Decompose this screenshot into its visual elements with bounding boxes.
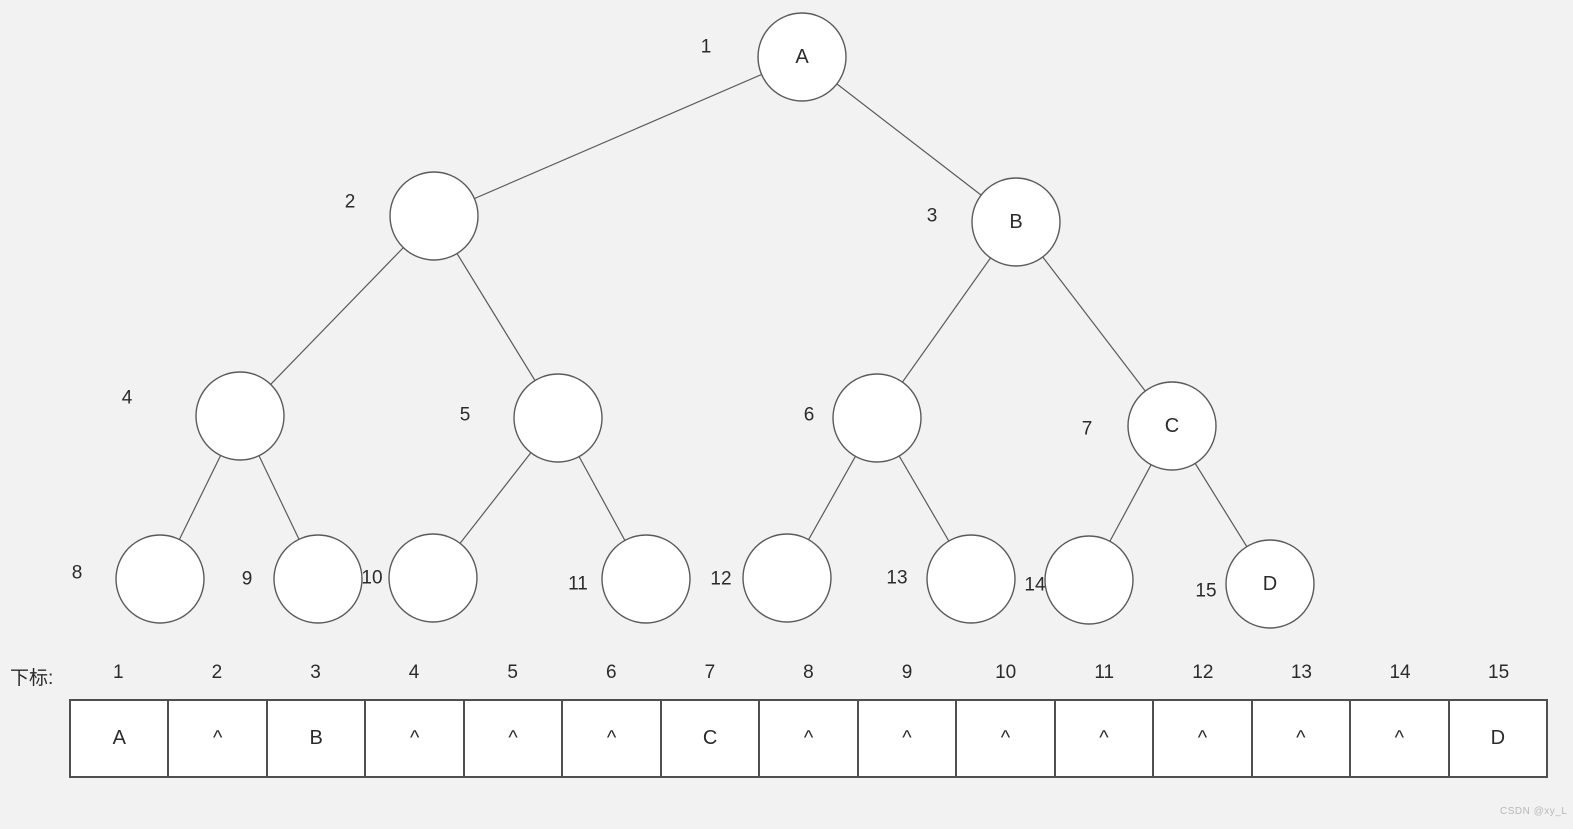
array-index-2: 2 bbox=[211, 662, 223, 683]
node-3-index-label: 3 bbox=[927, 206, 938, 227]
node-6-circle bbox=[832, 373, 922, 463]
node-6-index-label: 6 bbox=[804, 405, 815, 426]
tree-node-6: 6 bbox=[804, 373, 922, 463]
array-cell-14: ^ bbox=[1351, 701, 1450, 776]
node-15-value: D bbox=[1263, 573, 1277, 595]
tree-node-7: 7 C bbox=[1082, 381, 1217, 471]
node-7-value: C bbox=[1165, 415, 1179, 437]
array-cell-12: ^ bbox=[1154, 701, 1253, 776]
node-9-index-label: 9 bbox=[242, 569, 253, 590]
node-14-index-label: 14 bbox=[1024, 575, 1046, 596]
array-cell-2: ^ bbox=[169, 701, 268, 776]
node-4-circle bbox=[195, 371, 285, 461]
node-15-index-label: 15 bbox=[1195, 581, 1216, 602]
array-index-7: 7 bbox=[704, 662, 716, 683]
array-cell-11: ^ bbox=[1056, 701, 1155, 776]
watermark-text: CSDN @xy_L bbox=[1500, 806, 1568, 817]
node-14-circle bbox=[1044, 535, 1134, 625]
tree-node-5: 5 bbox=[460, 373, 603, 463]
array-cell-13: ^ bbox=[1253, 701, 1352, 776]
node-7-circle bbox=[1127, 381, 1217, 471]
node-7-index-label: 7 bbox=[1082, 419, 1093, 440]
node-10-circle bbox=[388, 533, 478, 623]
tree-edges bbox=[159, 56, 1271, 585]
array-cell-7: C bbox=[662, 701, 761, 776]
array-index-12: 12 bbox=[1192, 662, 1214, 683]
array-index-4: 4 bbox=[408, 662, 420, 683]
node-1-circle bbox=[757, 12, 847, 102]
tree-node-2: 2 bbox=[345, 171, 479, 261]
tree-node-14: 14 bbox=[1024, 535, 1134, 625]
node-9-circle bbox=[273, 534, 363, 624]
array-index-5: 5 bbox=[507, 662, 518, 683]
tree-node-13: 13 bbox=[886, 534, 1016, 624]
array-index-10: 10 bbox=[995, 662, 1017, 683]
array-label: 下标: bbox=[10, 668, 54, 689]
array-index-9: 9 bbox=[901, 662, 913, 683]
array-cell-5: ^ bbox=[465, 701, 564, 776]
node-12-index-label: 12 bbox=[710, 569, 731, 590]
array-index-3: 3 bbox=[310, 662, 321, 683]
tree-node-11: 11 bbox=[568, 534, 691, 624]
node-2-circle bbox=[389, 171, 479, 261]
node-15-circle bbox=[1225, 539, 1315, 629]
array-cell-15: D bbox=[1490, 727, 1506, 749]
node-13-index-label: 13 bbox=[886, 568, 907, 589]
binary-tree-svg: 1 A 2 3 B 4 5 6 bbox=[72, 12, 1315, 629]
node-2-index-label: 2 bbox=[345, 192, 356, 213]
tree-node-9: 9 bbox=[242, 534, 363, 624]
array-index-1: 1 bbox=[113, 662, 124, 683]
array-indices-row: 1 2 3 4 5 6 7 8 9 10 11 12 13 14 15 bbox=[69, 662, 1548, 684]
array-index-6: 6 bbox=[605, 662, 617, 683]
tree-node-1: 1 A bbox=[701, 12, 847, 102]
node-5-circle bbox=[513, 373, 603, 463]
tree-node-10: 10 bbox=[361, 533, 478, 623]
array-cell-3: B bbox=[268, 701, 367, 776]
node-10-index-label: 10 bbox=[361, 568, 382, 589]
node-13-circle bbox=[926, 534, 1016, 624]
edge-1-3 bbox=[801, 56, 1017, 223]
array-cell-8: ^ bbox=[760, 701, 859, 776]
array-cell-9: ^ bbox=[859, 701, 958, 776]
node-5-index-label: 5 bbox=[460, 405, 471, 426]
node-11-circle bbox=[601, 534, 691, 624]
node-3-value: B bbox=[1009, 211, 1022, 233]
node-4-index-label: 4 bbox=[122, 388, 133, 409]
array-cell-10: ^ bbox=[957, 701, 1056, 776]
edge-2-4 bbox=[239, 215, 435, 417]
node-8-index-label: 8 bbox=[72, 563, 83, 584]
array-cells-row: A ^ B ^ ^ ^ C ^ ^ ^ ^ ^ ^ ^ D bbox=[69, 699, 1548, 778]
tree-node-8: 8 bbox=[72, 534, 205, 624]
node-3-circle bbox=[971, 177, 1061, 267]
tree-node-12: 12 bbox=[710, 533, 832, 623]
array-index-15: 15 bbox=[1488, 662, 1510, 683]
tree-node-15: 15 D bbox=[1195, 539, 1315, 629]
array-index-13: 13 bbox=[1290, 662, 1312, 683]
array-index-14: 14 bbox=[1389, 662, 1411, 683]
node-1-index-label: 1 bbox=[701, 37, 712, 58]
tree-node-4: 4 bbox=[122, 371, 285, 461]
node-11-index-label: 11 bbox=[568, 574, 588, 595]
array-index-11: 11 bbox=[1094, 662, 1115, 683]
array-cell-6: ^ bbox=[563, 701, 662, 776]
node-8-circle bbox=[115, 534, 205, 624]
edge-1-2 bbox=[433, 56, 803, 217]
node-12-circle bbox=[742, 533, 832, 623]
tree-node-3: 3 B bbox=[927, 177, 1061, 267]
node-1-value: A bbox=[795, 46, 809, 68]
array-cell-1: A bbox=[71, 701, 170, 776]
array-index-8: 8 bbox=[803, 662, 814, 683]
array-cell-4: ^ bbox=[366, 701, 465, 776]
